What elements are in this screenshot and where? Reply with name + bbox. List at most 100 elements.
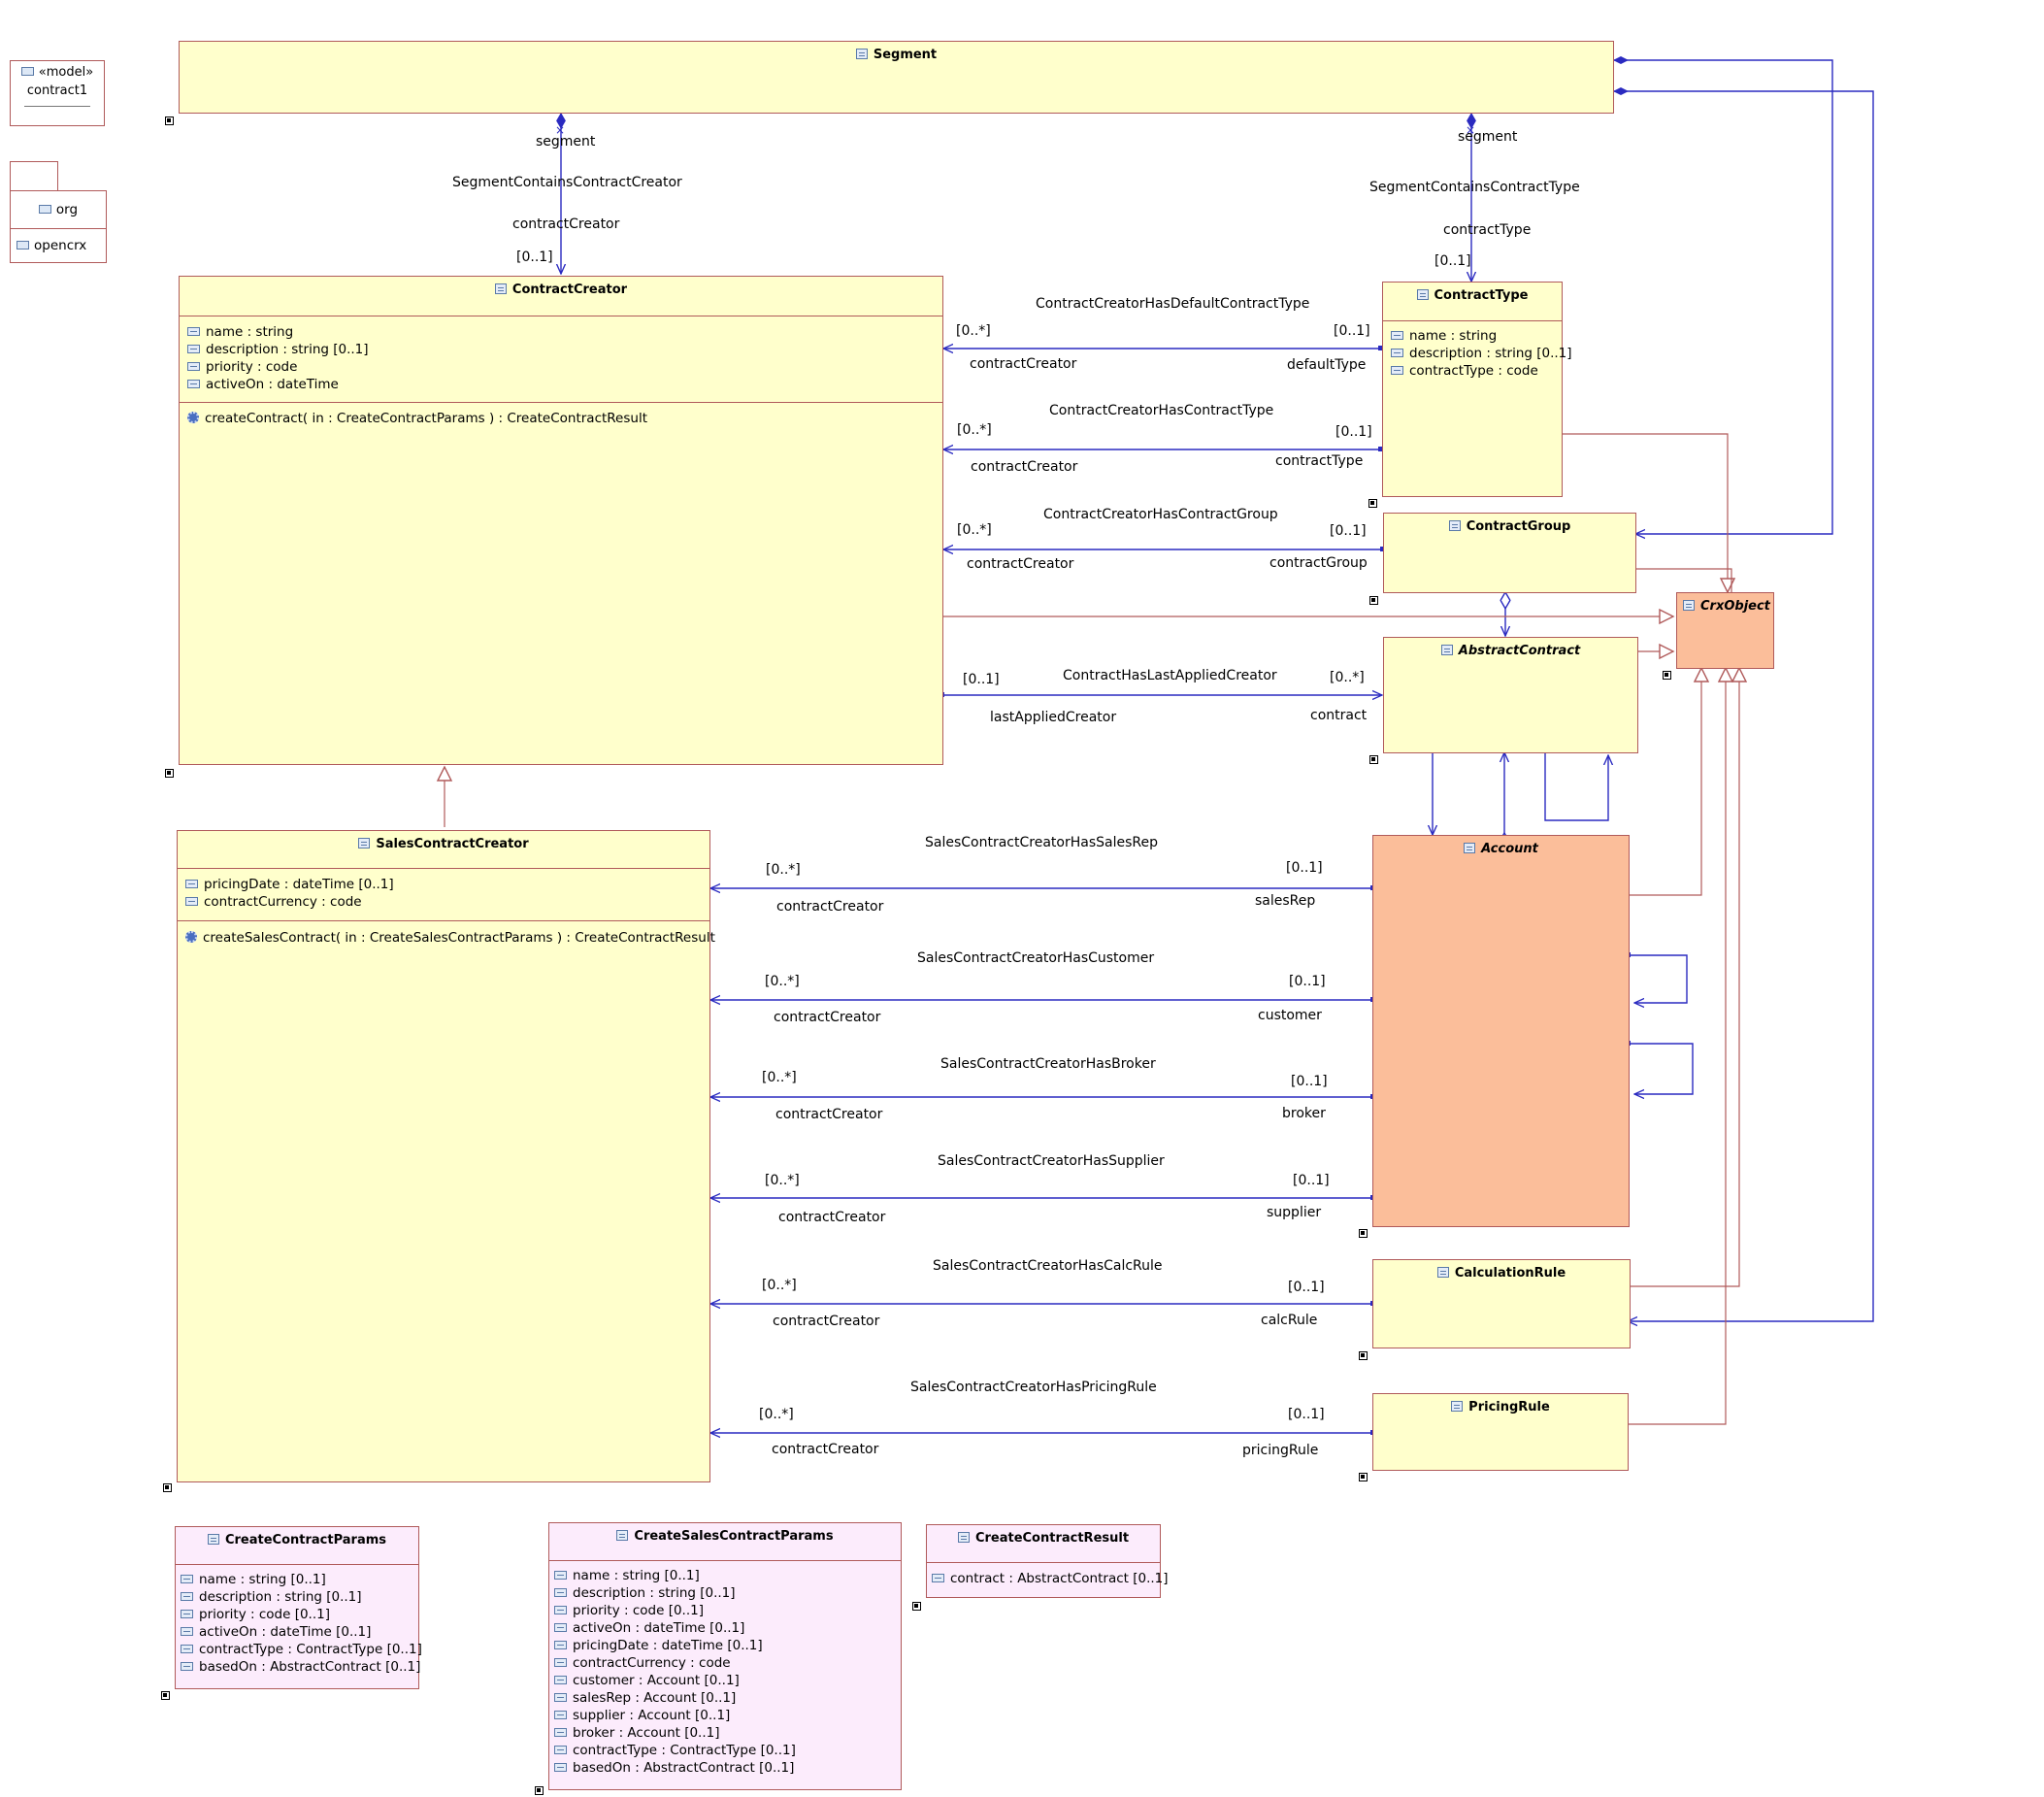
attribute-icon <box>554 1571 567 1580</box>
attribute-icon <box>181 1627 193 1636</box>
class-abstract-contract[interactable]: AbstractContract <box>1383 637 1638 753</box>
org-folder-icon <box>38 205 51 214</box>
supplier-assoc[interactable] <box>710 1195 1375 1200</box>
assoc-end-role: broker <box>1282 1106 1326 1121</box>
attribute: contractType : ContractType [0..1] <box>573 1743 796 1758</box>
class-create-sales-contract-params[interactable]: CreateSalesContractParams name : string … <box>548 1522 902 1790</box>
pricing-rule-assoc[interactable] <box>710 1430 1375 1435</box>
assoc-name: SalesContractCreatorHasSalesRep <box>925 835 1158 850</box>
opencrx-folder-icon <box>16 241 29 250</box>
customer-assoc[interactable] <box>710 997 1375 1002</box>
generalization-lines <box>445 433 1739 1425</box>
assoc-end-role: contractCreator <box>774 1010 881 1025</box>
assoc-name: ContractHasLastAppliedCreator <box>1063 668 1277 683</box>
assoc-end-role: contractCreator <box>971 459 1078 475</box>
abstract-account-assoc[interactable] <box>1433 748 1608 835</box>
attribute-icon <box>181 1575 193 1583</box>
assoc-end-role: lastAppliedCreator <box>990 710 1117 725</box>
class-pricing-rule-name: PricingRule <box>1468 1400 1550 1414</box>
assoc-multiplicity: [0..1] <box>1335 424 1372 440</box>
attribute-icon <box>1391 349 1403 357</box>
class-pricing-rule[interactable]: PricingRule <box>1372 1393 1629 1471</box>
class-contract-type[interactable]: ContractType name : string description :… <box>1382 282 1572 497</box>
assoc-multiplicity: [0..*] <box>759 1407 794 1422</box>
broker-assoc[interactable] <box>710 1094 1375 1099</box>
class-contract-group[interactable]: ContractGroup <box>1383 513 1636 593</box>
attribute: basedOn : AbstractContract [0..1] <box>199 1659 421 1675</box>
attribute: name : string <box>206 324 294 340</box>
assoc-end-role: contractGroup <box>1269 555 1368 571</box>
assoc-name: ContractCreatorHasDefaultContractType <box>1036 296 1310 312</box>
account-self-assoc[interactable] <box>1626 952 1694 1094</box>
assoc-multiplicity: [0..1] <box>1288 1407 1325 1422</box>
attribute: supplier : Account [0..1] <box>573 1708 731 1723</box>
shortcut-icon <box>912 1602 921 1611</box>
class-icon <box>1451 1401 1464 1412</box>
seg-group-assoc[interactable] <box>1613 56 1833 534</box>
class-create-contract-result[interactable]: CreateContractResult contract : Abstract… <box>926 1524 1169 1598</box>
class-segment[interactable]: Segment <box>179 41 1614 114</box>
attribute: salesRep : Account [0..1] <box>573 1690 737 1706</box>
has-type-assoc[interactable] <box>943 447 1383 451</box>
assoc-multiplicity: [0..*] <box>766 862 801 878</box>
shortcut-icon <box>1359 1473 1368 1481</box>
package-opencrx[interactable]: opencrx <box>10 228 107 263</box>
assoc-multiplicity: [0..1] <box>1330 523 1367 539</box>
shortcut-icon <box>1369 596 1378 605</box>
assoc-end-role: contractCreator <box>776 899 884 915</box>
assoc-multiplicity: [0..*] <box>762 1070 797 1085</box>
class-segment-name: Segment <box>873 48 938 62</box>
class-icon <box>358 838 371 849</box>
assoc-end-role: pricingRule <box>1242 1443 1319 1458</box>
attribute-icon <box>181 1662 193 1671</box>
calc-rule-assoc[interactable] <box>710 1301 1375 1306</box>
assoc-end-role: contractCreator <box>970 356 1077 372</box>
attribute-icon <box>554 1676 567 1684</box>
assoc-end-role: contractCreator <box>773 1314 880 1329</box>
shortcut-icon <box>1368 499 1377 508</box>
class-calculation-rule[interactable]: CalculationRule <box>1372 1259 1631 1348</box>
assoc-name: SegmentContainsContractCreator <box>452 175 682 190</box>
attribute: name : string <box>1409 328 1498 344</box>
class-sales-contract-creator[interactable]: SalesContractCreator pricingDate : dateT… <box>177 830 715 1482</box>
last-applied-assoc[interactable] <box>940 692 1382 697</box>
shortcut-icon <box>165 769 174 778</box>
class-contract-creator-name: ContractCreator <box>511 283 628 297</box>
assoc-multiplicity: [0..1] <box>1293 1173 1330 1188</box>
attribute-icon <box>554 1658 567 1667</box>
attribute-icon <box>185 880 198 888</box>
assoc-end-role: contractCreator <box>775 1107 883 1122</box>
assoc-multiplicity: [0..1] <box>1289 974 1326 989</box>
has-group-assoc[interactable] <box>943 547 1385 551</box>
attribute: activeOn : dateTime <box>206 377 339 392</box>
default-type-assoc[interactable] <box>943 346 1383 350</box>
model-name: contract1 <box>26 83 88 98</box>
class-create-contract-params-name: CreateContractParams <box>224 1533 387 1547</box>
attribute: contract : AbstractContract [0..1] <box>950 1571 1169 1586</box>
package-org[interactable]: org <box>10 190 107 229</box>
seg-creator-assoc[interactable]: × <box>555 113 565 274</box>
class-create-contract-params[interactable]: CreateContractParams name : string [0..1… <box>175 1526 422 1689</box>
class-account[interactable]: Account <box>1372 835 1630 1227</box>
class-account-name: Account <box>1481 842 1538 856</box>
attribute-icon <box>554 1746 567 1754</box>
attribute: priority : code <box>206 359 298 375</box>
class-sales-contract-creator-name: SalesContractCreator <box>376 837 529 851</box>
class-crx-object[interactable]: CrxObject <box>1676 592 1774 669</box>
assoc-end-role: contractCreator <box>772 1442 879 1457</box>
attribute: priority : code [0..1] <box>573 1603 704 1618</box>
seg-calcrule-assoc[interactable] <box>1613 87 1874 1321</box>
shortcut-icon <box>1359 1229 1368 1238</box>
seg-type-assoc[interactable]: × <box>1466 113 1475 282</box>
attribute-icon <box>187 362 200 371</box>
operation: createContract( in : CreateContractParam… <box>205 411 648 426</box>
operation-icon <box>187 412 199 423</box>
assoc-multiplicity: [0..1] <box>1286 860 1323 876</box>
model-note[interactable]: «model» contract1 <box>10 60 105 126</box>
class-calculation-rule-name: CalculationRule <box>1454 1266 1566 1281</box>
class-contract-creator[interactable]: ContractCreator name : string descriptio… <box>179 276 943 765</box>
sales-rep-assoc[interactable] <box>710 885 1375 890</box>
attribute-icon <box>181 1592 193 1601</box>
shortcut-icon <box>1369 755 1378 764</box>
